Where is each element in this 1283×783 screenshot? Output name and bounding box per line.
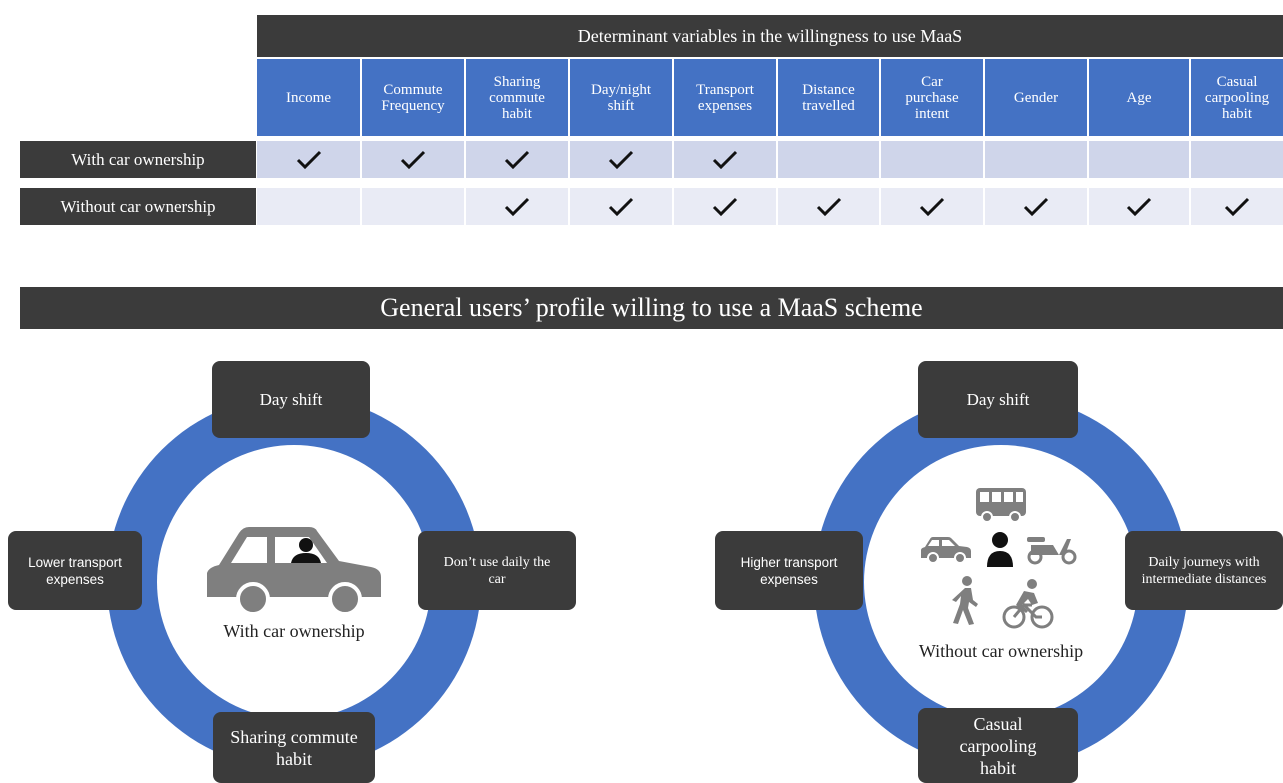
scooter-icon [1027, 537, 1077, 565]
table-cell [1191, 188, 1283, 225]
table-cell [881, 188, 983, 225]
checkmark-icon [608, 150, 634, 169]
right-node-bottom: Casual carpooling habit [918, 708, 1078, 783]
checkmark-icon [712, 150, 738, 169]
person-icon [987, 532, 1013, 567]
checkmark-icon [1224, 197, 1250, 216]
column-header: Income [257, 59, 360, 136]
bus-icon [976, 488, 1026, 523]
table-cell [674, 141, 776, 178]
table-cell [881, 141, 983, 178]
checkmark-icon [1023, 197, 1049, 216]
left-center-label: With car ownership [223, 621, 365, 641]
checkmark-icon [504, 197, 530, 216]
table-cell [257, 188, 360, 225]
left-node-left: Lower transport expenses [8, 531, 142, 610]
column-header: Sharing commute habit [466, 59, 568, 136]
profile-banner: General users’ profile willing to use a … [20, 287, 1283, 329]
column-header: Casual carpooling habit [1191, 59, 1283, 136]
table-cell [778, 141, 879, 178]
table-cell [985, 141, 1087, 178]
pedestrian-icon [952, 576, 978, 625]
column-header: Distance travelled [778, 59, 879, 136]
car-with-driver-icon [207, 527, 381, 613]
table-cell [466, 141, 568, 178]
column-header: Age [1089, 59, 1189, 136]
table-title: Determinant variables in the willingness… [257, 15, 1283, 57]
right-node-right: Daily journeys with intermediate distanc… [1125, 531, 1283, 610]
row-label-without-car: Without car ownership [20, 188, 256, 225]
row-label-with-car: With car ownership [20, 141, 256, 178]
column-header: Gender [985, 59, 1087, 136]
right-ring [814, 395, 1188, 769]
checkmark-icon [400, 150, 426, 169]
right-node-left: Higher transport expenses [715, 531, 863, 610]
checkmark-icon [296, 150, 321, 169]
right-node-top: Day shift [918, 361, 1078, 438]
table-cell [570, 141, 672, 178]
right-center-label: Without car ownership [918, 641, 1084, 661]
checkmark-icon [1126, 197, 1152, 216]
checkmark-icon [816, 197, 841, 216]
column-header: Transport expenses [674, 59, 776, 136]
table-cell [362, 141, 464, 178]
column-header: Car purchase intent [881, 59, 983, 136]
table-cell [1089, 141, 1189, 178]
left-node-right: Don’t use daily the car [418, 531, 576, 610]
table-cell [466, 188, 568, 225]
table-cell [1191, 141, 1283, 178]
checkmark-icon [919, 197, 945, 216]
checkmark-icon [504, 150, 530, 169]
table-cell [362, 188, 464, 225]
checkmark-icon [608, 197, 634, 216]
column-header: Commute Frequency [362, 59, 464, 136]
table-cell [1089, 188, 1189, 225]
car-icon [921, 537, 971, 564]
table-cell [257, 141, 360, 178]
checkmark-icon [712, 197, 738, 216]
left-node-bottom: Sharing commute habit [213, 712, 375, 783]
left-node-top: Day shift [212, 361, 370, 438]
column-header: Day/night shift [570, 59, 672, 136]
bicycle-icon [1002, 579, 1054, 629]
table-cell [674, 188, 776, 225]
table-cell [778, 188, 879, 225]
table-cell [570, 188, 672, 225]
table-cell [985, 188, 1087, 225]
